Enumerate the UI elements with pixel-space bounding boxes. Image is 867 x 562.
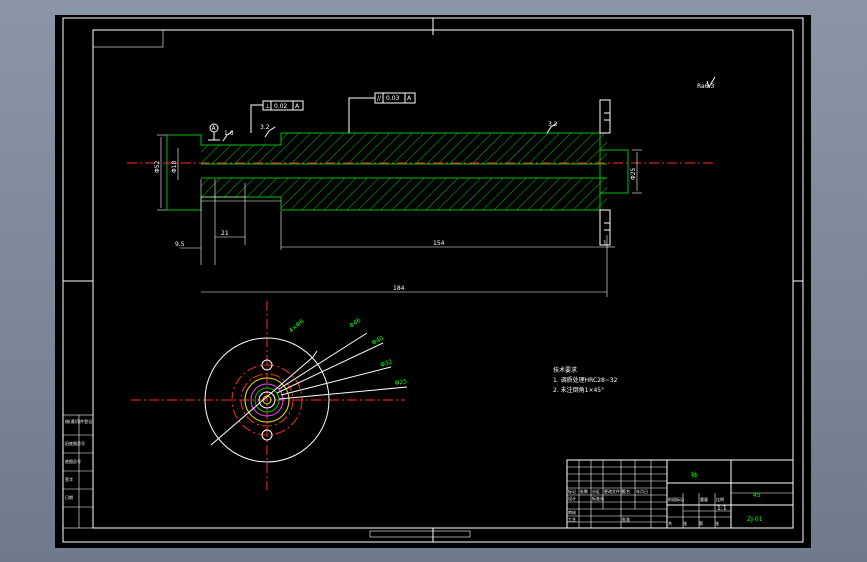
dim-inner-diameter: Φ18: [171, 160, 178, 173]
upper-hatch: [281, 133, 607, 164]
datum-label: A: [212, 125, 217, 132]
tolerance-datum-2: A: [407, 95, 412, 102]
drawing-frame: [62, 17, 804, 543]
title-block: 标记 处数 分区 更改文件号 签名 年月日 设计 标准化 阶段标记 重量 比例 …: [566, 459, 794, 529]
left-upper-hatch: [201, 145, 281, 164]
lower-hatch: [281, 178, 607, 210]
tb-label-1: 标记: [568, 488, 576, 494]
roughness-1: 1.6: [224, 130, 234, 137]
tolerance-value-1: 0.02: [274, 103, 288, 110]
section-label-1: 4×Φ6: [288, 318, 306, 335]
tb-label-3: 分区: [592, 488, 600, 494]
left-lower-hatch: [201, 178, 281, 197]
datum-and-tolerances: A ⊥ 0.02 A // 0.03 A 1.6 3.2 3.2 Ra6.3: [208, 76, 716, 142]
roughness-3: 3.2: [548, 121, 558, 128]
part-name: 轴: [691, 471, 697, 479]
tb-label-16: 张: [683, 520, 687, 526]
scale-value: 1:1: [717, 505, 727, 512]
section-label-2: Φ46: [348, 317, 362, 330]
side-table-label-2: 旧底图总号: [65, 440, 85, 446]
side-table-label-5: 日期: [65, 494, 73, 500]
tb-label-5: 签名: [622, 488, 630, 494]
tb-label-11: 比例: [716, 496, 724, 502]
side-table-label-4: 签字: [65, 476, 73, 482]
end-view[interactable]: 4×Φ6 Φ46 Φ40 Φ32 Φ25: [131, 301, 408, 490]
tb-label-2: 处数: [580, 488, 588, 494]
section-label-4: Φ32: [379, 358, 393, 369]
section-label-5: Φ25: [394, 378, 407, 387]
outer-flange-circle: [204, 337, 330, 463]
bolt-circle: [231, 364, 303, 436]
tb-label-14: 批准: [622, 516, 630, 522]
technical-notes: 技术要求 1. 调质处理HRC28~32 2. 未注倒角1×45°: [553, 366, 618, 394]
dim-right-diameter: Φ25: [630, 167, 637, 180]
side-table-label-3: 底图总号: [65, 458, 81, 464]
dim-d2: 21: [221, 230, 229, 237]
dim-d3: 154: [433, 240, 445, 247]
side-table: 借(通)用件登记 旧底图总号 底图总号 签字 日期: [62, 414, 94, 529]
bolt-hole-bottom: [261, 429, 273, 441]
cad-drawing-viewport[interactable]: 借(通)用件登记 旧底图总号 底图总号 签字 日期: [55, 15, 811, 548]
notes-heading: 技术要求: [553, 366, 577, 374]
tb-label-4: 更改文件号: [604, 488, 624, 494]
material-value: 45: [753, 492, 761, 499]
tolerance-symbol-1: ⊥: [265, 103, 270, 110]
dim-left-diameter: Φ52: [154, 160, 161, 173]
roughness-2: 3.2: [260, 124, 270, 131]
cad-drawing-canvas[interactable]: 借(通)用件登记 旧底图总号 底图总号 签字 日期: [55, 15, 811, 548]
tb-label-18: 张: [715, 520, 719, 526]
tb-label-6: 年月日: [636, 488, 648, 494]
tolerance-symbol-2: //: [377, 95, 382, 102]
tolerance-datum-1: A: [295, 103, 300, 110]
bolt-hole-top: [261, 359, 273, 371]
dim-overall: 184: [393, 285, 405, 292]
tb-label-13: 工艺: [568, 517, 576, 522]
roughness-general: Ra6.3: [697, 83, 714, 90]
tb-label-12: 审核: [568, 509, 576, 515]
dim-d1: 9.5: [175, 241, 185, 248]
side-table-label-1: 借(通)用件登记: [65, 418, 92, 424]
notes-line-1: 1. 调质处理HRC28~32: [553, 376, 618, 384]
tb-label-7: 设计: [568, 495, 576, 501]
tb-label-10: 重量: [700, 496, 708, 502]
tb-label-8: 标准化: [592, 495, 604, 501]
tb-label-9: 阶段标记: [668, 496, 684, 502]
tb-label-15: 共: [668, 520, 672, 526]
notes-line-2: 2. 未注倒角1×45°: [553, 386, 604, 394]
drawing-number: ZJ-01: [747, 516, 763, 523]
tb-label-17: 第: [699, 520, 703, 526]
tolerance-value-2: 0.03: [386, 95, 400, 102]
dim-d4: 1: [603, 240, 607, 247]
shaft-section-view[interactable]: Φ52 Φ18 Φ25 9.5 21 154 1 184: [127, 99, 715, 297]
